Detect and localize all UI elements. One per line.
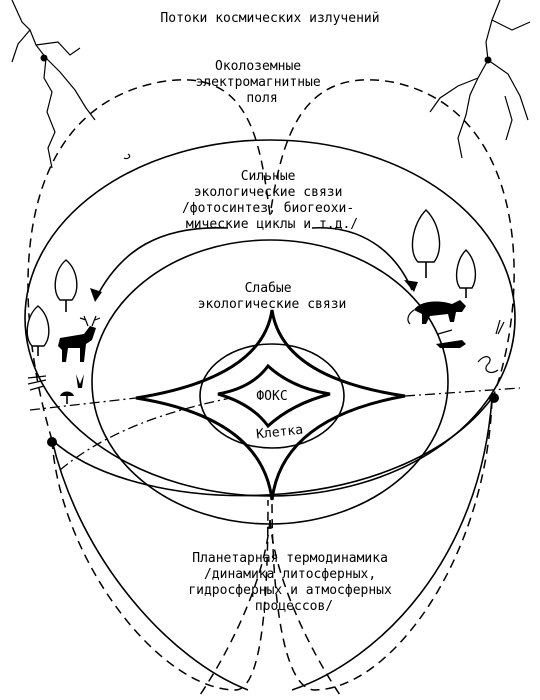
weak-links-label: Слабые экологические связи [198,281,347,312]
deer-icon [58,315,101,362]
strong-links-label: Сильные экологические связи /фотосинтез,… [182,169,362,232]
fish-icon [27,375,47,391]
panther-icon [407,300,466,325]
tree-icon [455,249,477,298]
snake-icon [477,356,499,374]
foks-label: ФОКС [256,389,287,404]
em-fields-label: Околоземные электромагнитные поля [195,59,328,106]
mushroom-icon [60,391,74,404]
cell-label: Клетка [255,423,303,443]
lizard-icon [436,340,466,348]
cosmic-rays [11,0,531,169]
cell-ellipse [199,343,345,449]
tree-icon [26,305,50,356]
plant-icon [76,374,84,388]
planetary-label: Планетарная термодинамика /динамика лито… [188,551,399,614]
weak-links-ellipse [91,239,449,525]
star-shape [135,309,406,501]
plant-icon [495,319,505,335]
dash-dot-lines [29,387,521,471]
arrows [90,226,418,302]
cosmic-rays-label: Потоки космических излучений [160,11,379,26]
tree-icon [54,259,78,312]
tree-icon [411,209,441,278]
foks-shape [217,363,331,429]
biota [26,153,505,404]
